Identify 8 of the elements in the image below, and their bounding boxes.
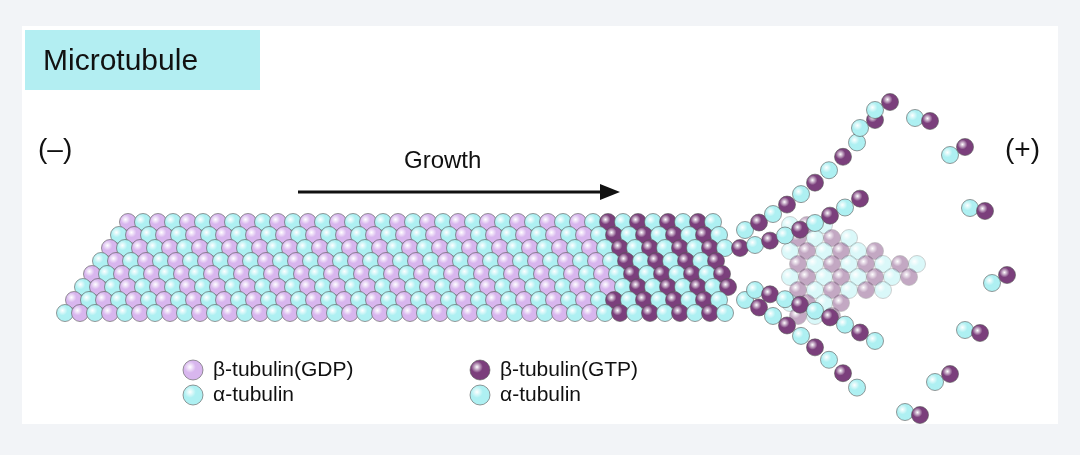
legend-label: β-tubulin(GTP) [500,357,639,381]
legend-label: α-tubulin [213,382,295,406]
legend-label: β-tubulin(GDP) [213,357,354,381]
minus-end-label: (–) [38,133,73,165]
plus-end-label: (+) [1005,133,1040,165]
growth-label: Growth [404,146,482,174]
legend-label: α-tubulin [500,382,582,406]
title-label: Microtubule [25,30,260,90]
